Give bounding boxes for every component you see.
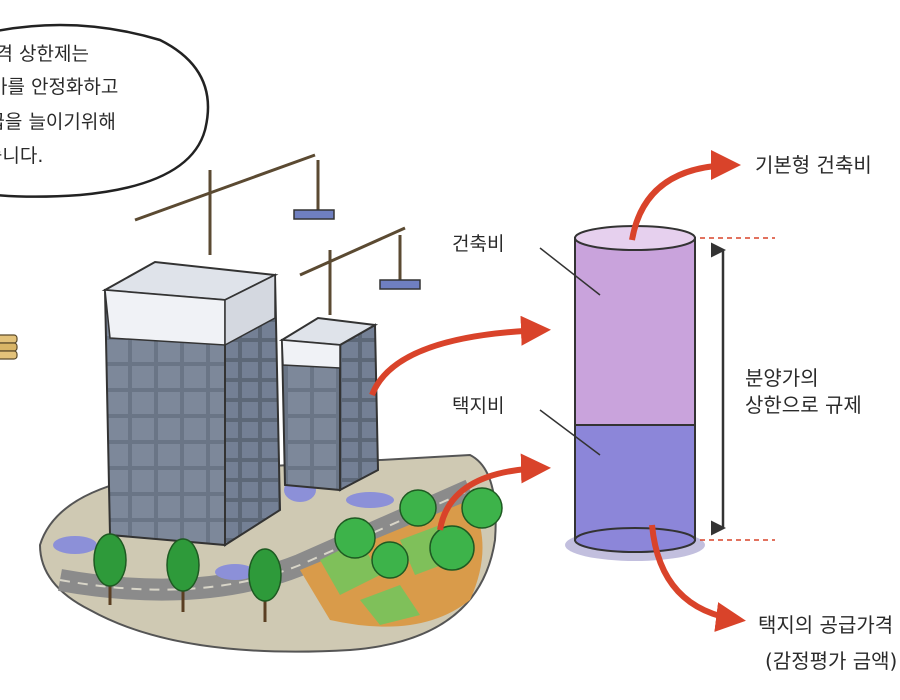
- cost-column: [565, 225, 705, 561]
- construction-cost-segment: [574, 237, 696, 426]
- arrow-to-land-cost: [437, 453, 551, 531]
- bubble-line-1: 가격 상한제는: [0, 43, 89, 65]
- price-cap-line-2: 상한으로 규제: [745, 393, 862, 417]
- bubble-line-4: 도입되었습니다.: [0, 145, 43, 167]
- trees: [93, 487, 503, 622]
- basic-build-cost-label: 기본형 건축비: [755, 153, 872, 177]
- crane-2: [299, 226, 421, 315]
- arrow-to-land-supply-price: [649, 524, 746, 632]
- tall-building: [101, 260, 282, 547]
- tree-icon: [334, 517, 376, 559]
- arrow-to-construction-cost: [369, 315, 551, 397]
- construction-cost-label: 건축비: [452, 233, 504, 255]
- land-cost-label: 택지비: [452, 395, 504, 417]
- land-supply-price-line-1: 택지의 공급가격: [758, 613, 893, 637]
- bubble-line-3: 주택공급을 늘이기위해: [0, 111, 116, 133]
- short-building: [278, 316, 380, 492]
- coin-stack-icon: [0, 334, 18, 360]
- tree-icon: [93, 533, 127, 605]
- tree-icon: [461, 487, 503, 529]
- tree-icon: [166, 538, 200, 612]
- tree-icon: [371, 541, 409, 579]
- tree-icon: [248, 548, 282, 622]
- price-cap-line-1: 분양가의: [745, 366, 819, 390]
- arrow-to-basic-build-cost: [629, 150, 741, 241]
- tree-icon: [429, 525, 475, 571]
- crane-1: [134, 153, 335, 255]
- land-supply-price-line-2: (감정평가 금액): [765, 649, 897, 673]
- tree-icon: [399, 489, 437, 527]
- speech-bubble: 가격 상한제는 분양가를 안정화하고 주택공급을 늘이기위해 도입되었습니다.: [0, 23, 210, 198]
- bubble-line-2: 분양가를 안정화하고: [0, 76, 118, 98]
- land-cost-segment: [574, 424, 696, 541]
